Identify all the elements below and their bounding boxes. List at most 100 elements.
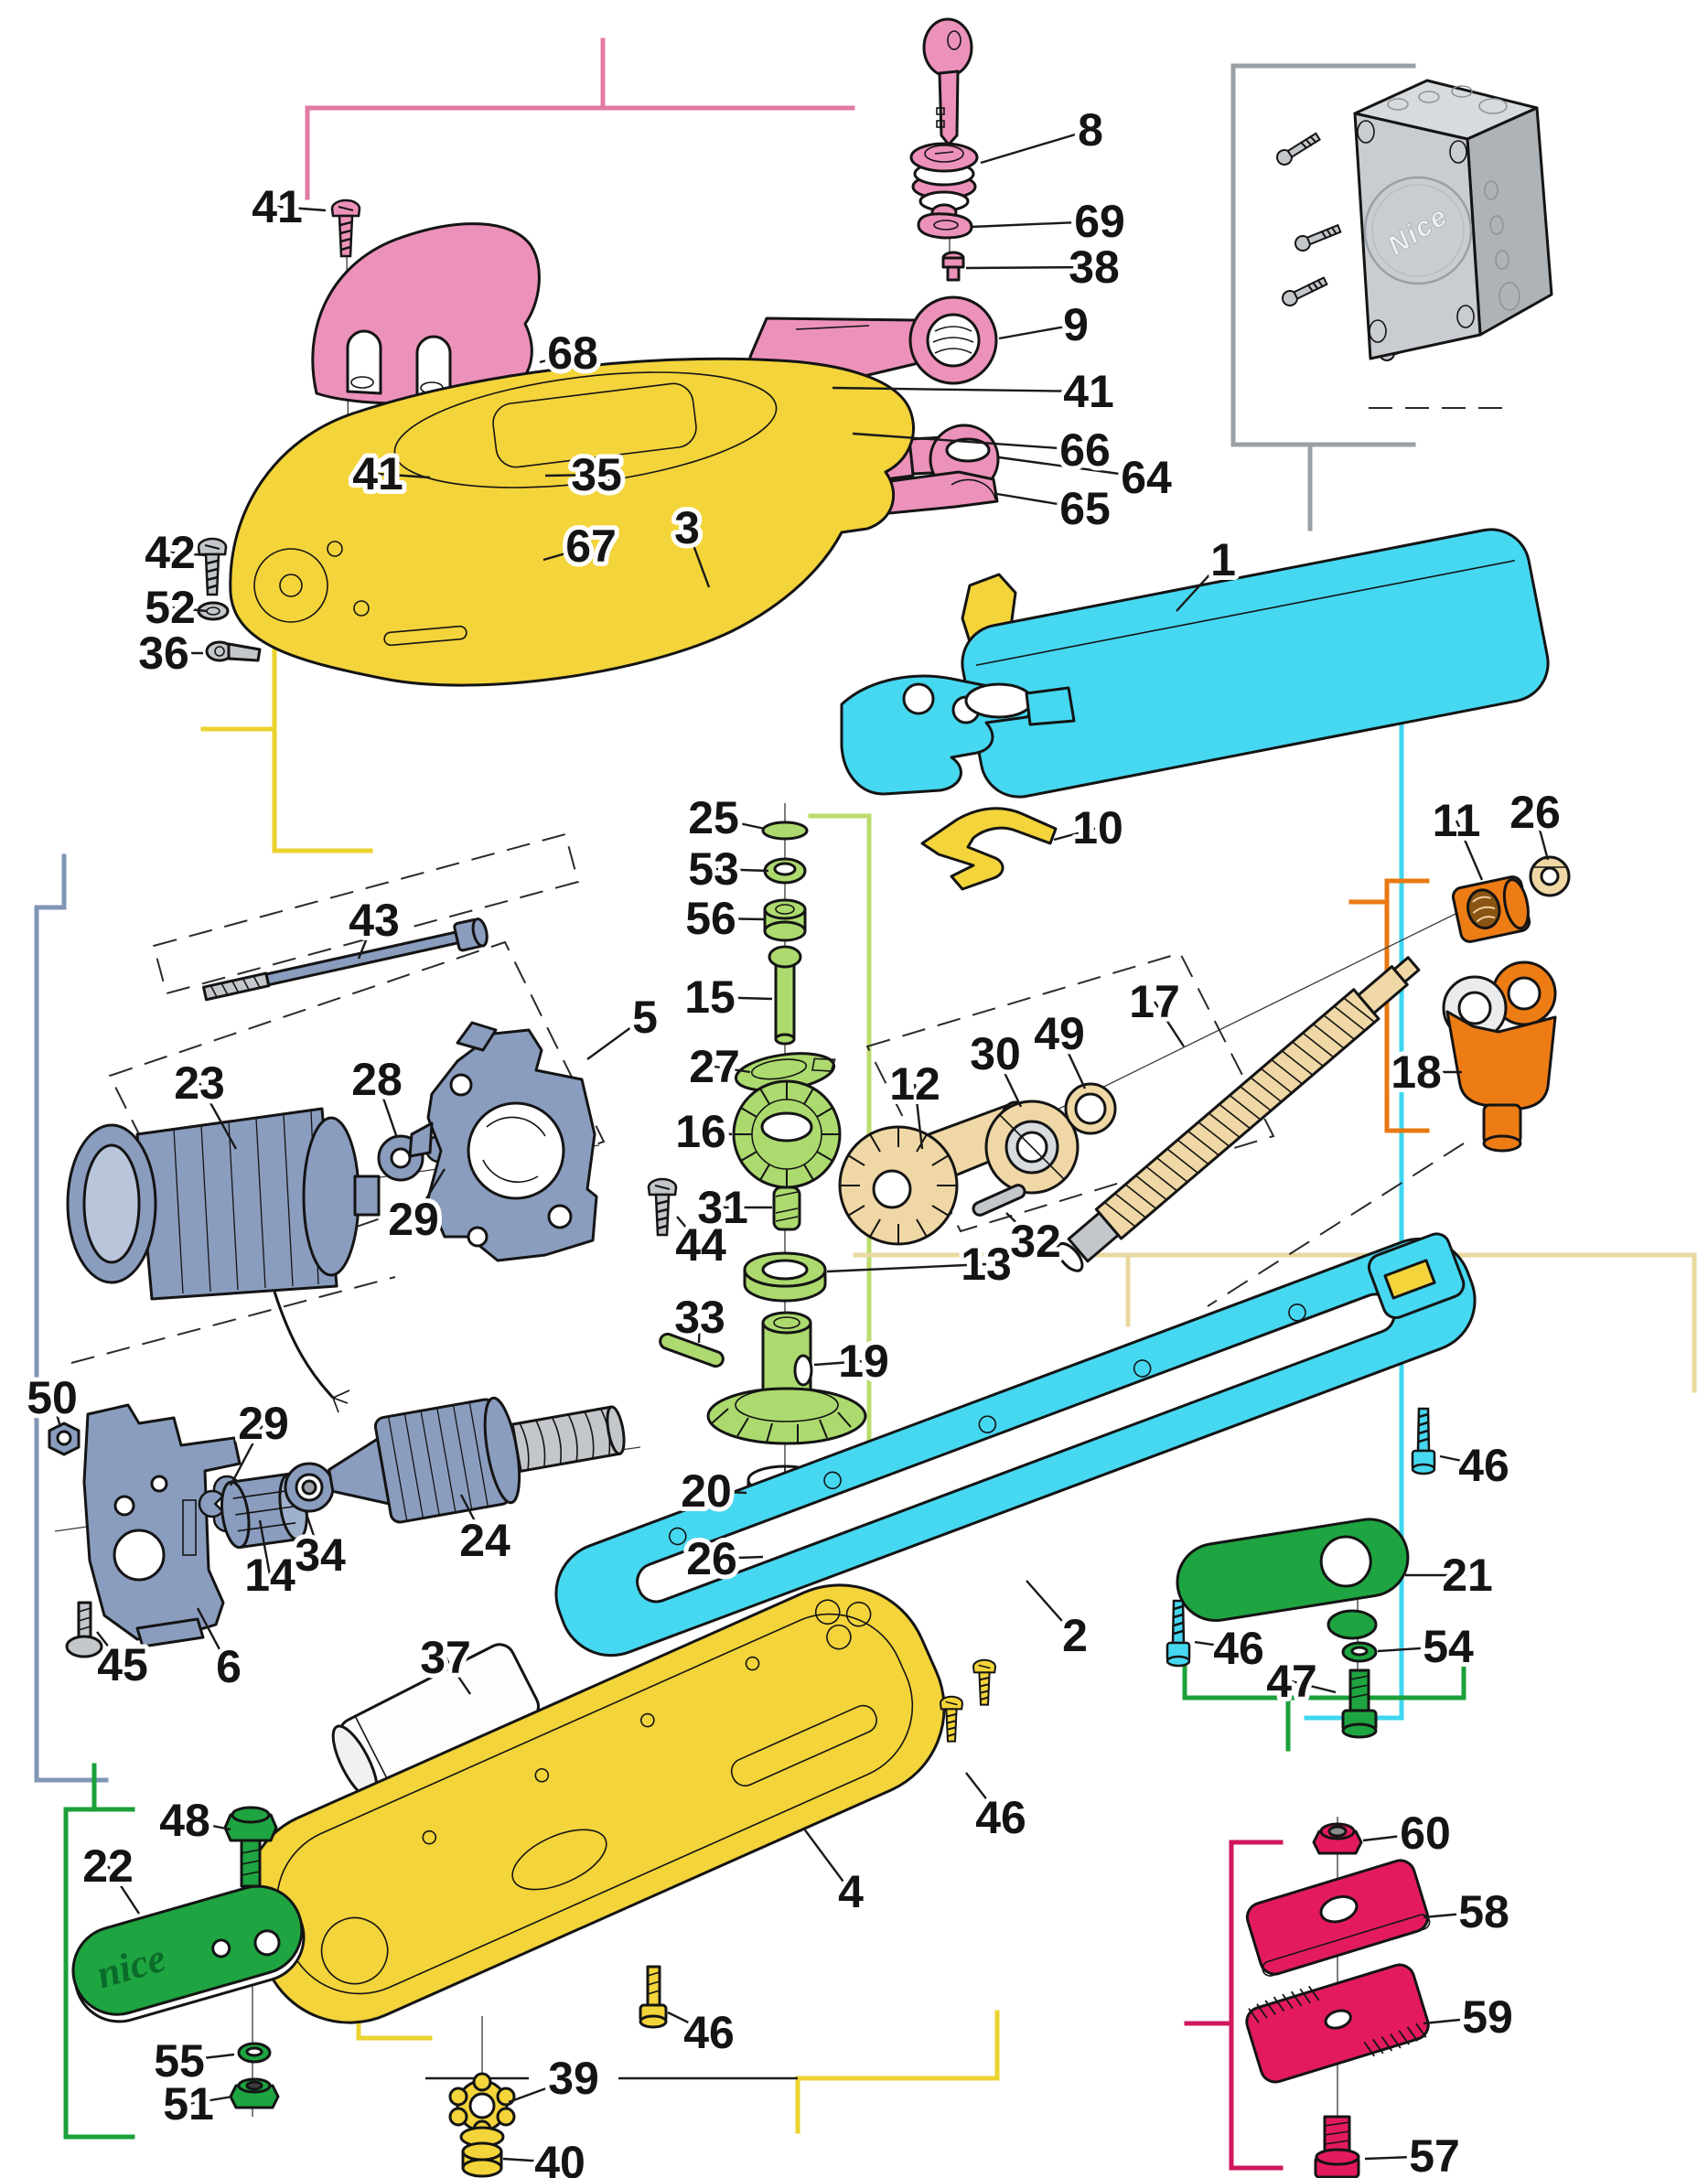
callout-1: 1 [1210,534,1236,585]
callout-leader-10 [1053,826,1099,842]
callout-5: 5 [632,992,658,1043]
box-knockout-top [1387,98,1409,111]
bracket-blue-left [34,853,109,1783]
lock-washer [917,212,973,240]
splined-bushing-39 [448,2072,516,2148]
callout-18: 18 [1391,1046,1442,1098]
stop-clamp [920,807,1058,891]
motor-stator-23 [66,1107,381,1413]
callout-leader-25 [713,816,766,831]
base-screw-46-mid [1166,1599,1191,1668]
callout-4: 4 [838,1866,864,1917]
callout-leader-54 [1377,1645,1449,1653]
callout-58: 58 [1458,1886,1509,1937]
box-corner-tab [1449,140,1467,164]
callout-leader-46 [1439,1454,1485,1467]
callout-59: 59 [1462,1991,1513,2043]
callout-leader-2 [1026,1580,1076,1636]
clevis-18 [1442,960,1557,1153]
control-box-side [1466,106,1553,337]
callout-16: 16 [675,1106,726,1157]
callout-41: 41 [1063,366,1114,417]
threaded-rod-43 [201,917,489,1002]
washer-54 [1341,1641,1378,1663]
bracket-green-mid [1182,1647,1466,1701]
callout-17: 17 [1129,976,1180,1027]
clamp-pad-58 [1245,1859,1431,1977]
callout-leader-37 [445,1657,471,1695]
callout-leader-24 [459,1494,487,1541]
box-knockout-top [1418,91,1440,103]
fixing-plate-22: nice [71,1884,306,2023]
pivot-screw [197,537,228,596]
callout-41: 41 [352,448,403,499]
clamp-plates-group [1245,1822,1431,2178]
dashed-line-shaft [70,1276,396,1364]
callout-leader-23 [198,1082,238,1150]
dashed-line-clevis [1207,1143,1465,1307]
washer-55 [237,2042,272,2064]
callout-24: 24 [459,1515,510,1566]
callout-38: 38 [1069,241,1120,293]
callout-34: 34 [295,1529,346,1581]
callout-10: 10 [1072,802,1123,853]
callout-49: 49 [1034,1008,1085,1059]
callout-leader-57 [1364,2154,1435,2161]
worm-screw-17 [1056,956,1421,1272]
bracket-yellow-bottom [795,2010,1000,2081]
oring-25 [761,821,809,841]
callout-leader-12 [913,1083,924,1150]
callout-21: 21 [1442,1550,1493,1601]
motor-group [66,917,678,1413]
gearcase-screw-44 [647,1177,678,1237]
callout-leader-33 [697,1316,702,1344]
callout-11: 11 [1433,795,1481,846]
coupling-24 [328,1396,626,1524]
callout-leader-28 [375,1078,399,1139]
callout-15: 15 [684,971,736,1023]
lock-cylinder [909,142,979,221]
bracket-green-bl [63,1807,135,2140]
callout-13: 13 [961,1239,1012,1290]
bearing-30 [984,1100,1080,1195]
callout-leader-3 [685,527,711,588]
callout-leader-59 [1423,2015,1488,2025]
serrated-pad-59 [1245,1963,1430,2084]
callout-leader-51 [188,2095,233,2106]
callout-leader-46 [1194,1640,1240,1650]
callout-leader-16 [700,1130,733,1136]
callout-36: 36 [138,628,189,679]
plate22-group: nice [71,1806,306,2109]
callout-leader-69 [971,220,1101,229]
bracket-lightgreen-mid [808,813,872,1536]
callout-leader-42 [169,551,208,557]
box-knockout [1484,180,1499,200]
callout-leader-38 [965,265,1095,270]
hex-nut-50 [48,1422,81,1456]
callout-28: 28 [351,1054,403,1105]
callout-40: 40 [534,2137,585,2178]
roll-pin-32 [972,1184,1026,1217]
callout-leader-15 [709,995,773,1001]
callout-leader-55 [178,2053,235,2063]
callout-14: 14 [244,1550,295,1601]
callout-leader-39 [508,2076,575,2104]
callout-leader-40 [502,2157,561,2164]
callout-52: 52 [145,582,196,633]
mount-bracket-6 [82,1403,242,1648]
callout-leader-26 [711,1555,764,1561]
callout-leader-44 [676,1216,702,1246]
box-corner-tab [1369,319,1387,343]
callout-27: 27 [689,1041,740,1092]
screw-45 [65,1601,103,1658]
callout-33: 33 [674,1292,725,1343]
gearcase-5 [408,1021,598,1262]
callout-leader-67 [542,544,592,562]
base-screw-46-right [1411,1407,1436,1475]
callout-leader-1 [1176,559,1224,612]
callout-6: 6 [216,1641,242,1692]
callout-leader-9 [998,323,1077,340]
callout-29: 29 [388,1194,439,1245]
front-arm-21 [1176,1518,1410,1640]
callout-leader-56 [710,917,766,921]
